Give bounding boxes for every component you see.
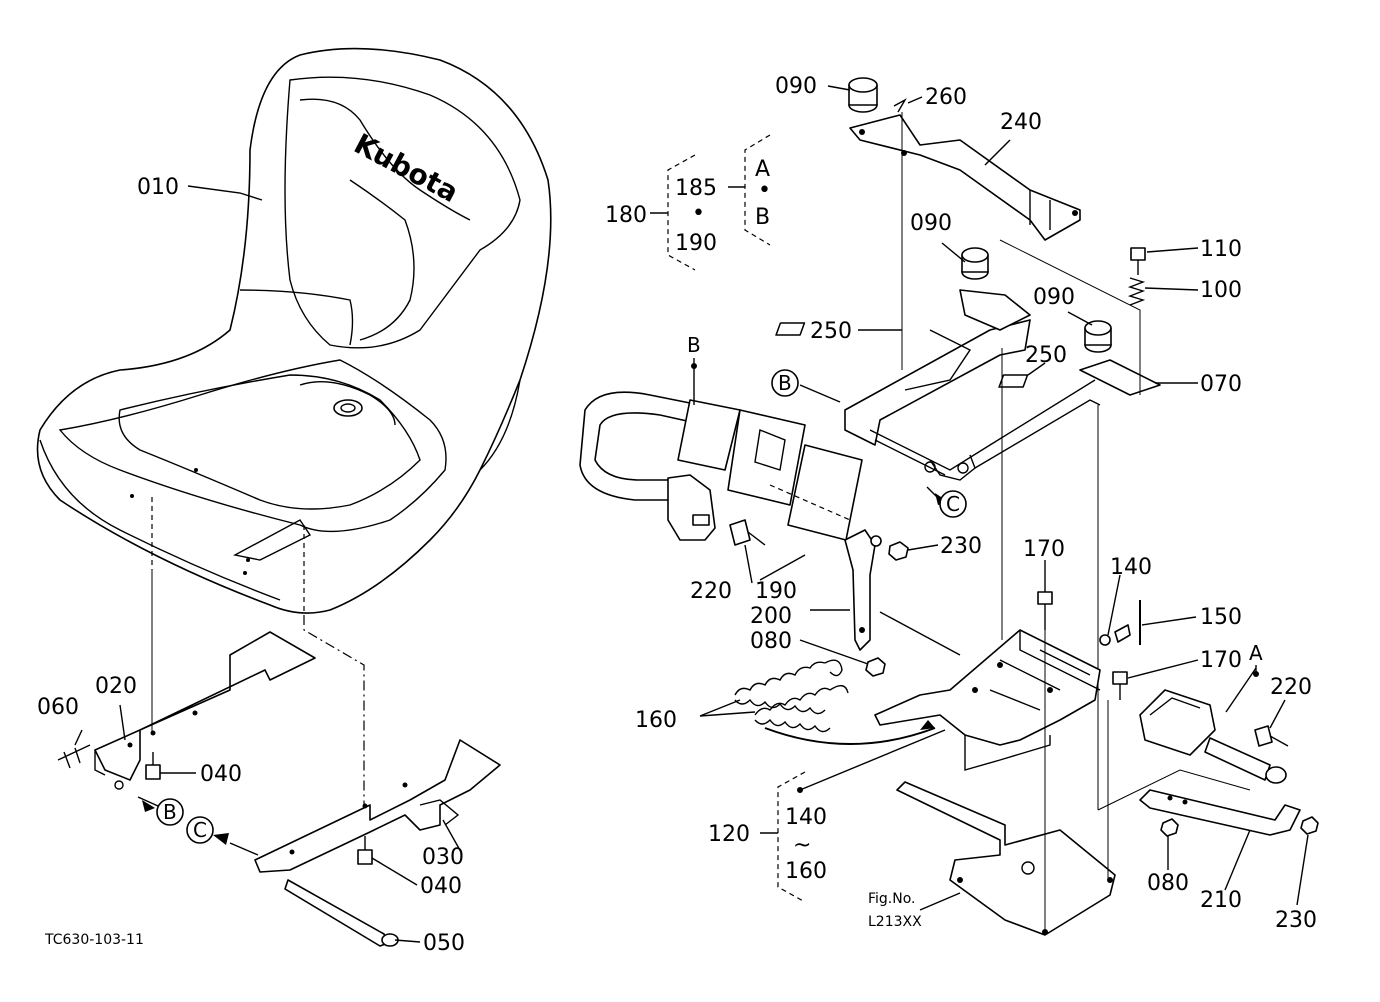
label-140-group: 140 (785, 805, 827, 830)
label-230-upper: 230 (940, 534, 982, 559)
seat-belt (579, 391, 863, 541)
latch-a (1139, 689, 1287, 784)
label-090-right: 090 (1033, 285, 1075, 310)
label-a-top: A (755, 157, 770, 182)
svg-text:B: B (778, 371, 792, 395)
label-050: 050 (423, 931, 465, 956)
bumper-090-top (848, 77, 878, 113)
label-240: 240 (1000, 110, 1042, 135)
label-090-mid: 090 (910, 211, 952, 236)
diagram-code: TC630-103-11 (44, 932, 144, 948)
bumper-090-right (1084, 320, 1112, 353)
label-tilde: ~ (793, 833, 811, 858)
label-040-upper: 040 (200, 762, 242, 787)
springs-160 (734, 659, 849, 733)
label-220-left: 220 (690, 579, 732, 604)
guide-line (1097, 769, 1251, 811)
label-110: 110 (1200, 237, 1242, 262)
label-140: 140 (1110, 555, 1152, 580)
guide-line (999, 239, 1141, 395)
group-bracket-180 (650, 134, 771, 271)
label-170-right: 170 (1200, 648, 1242, 673)
label-210: 210 (1200, 888, 1242, 913)
nut-080-left (865, 657, 886, 677)
nut-230-right (1300, 816, 1319, 835)
label-a-latch: A (1249, 641, 1263, 665)
label-200: 200 (750, 604, 792, 629)
nut-230-upper (888, 541, 909, 561)
bracket-200 (844, 529, 882, 651)
callout-b-upper: B (771, 369, 799, 397)
callout-c-lower: C (186, 816, 214, 844)
label-b-belt: B (687, 333, 701, 357)
label-150: 150 (1200, 605, 1242, 630)
assembly-arrow (764, 727, 936, 745)
leader-lines (74, 85, 1309, 943)
label-190-group: 190 (675, 231, 717, 256)
label-160: 160 (635, 708, 677, 733)
washer-140 (1099, 634, 1111, 646)
base-plate (874, 629, 1101, 771)
bracket-210 (1139, 789, 1301, 836)
label-190: 190 (755, 579, 797, 604)
label-250-right: 250 (1025, 343, 1067, 368)
bracket-240 (849, 114, 1081, 241)
label-b-top: B (755, 205, 770, 230)
label-220-right: 220 (1270, 675, 1312, 700)
rod-050 (284, 879, 399, 947)
svg-text:C: C (193, 818, 207, 842)
label-020: 020 (95, 674, 137, 699)
label-090-top: 090 (775, 74, 817, 99)
callout-c-upper: C (939, 490, 967, 518)
label-030: 030 (422, 845, 464, 870)
svg-text:C: C (946, 492, 960, 516)
callout-b-lower: B (156, 798, 184, 826)
label-070: 070 (1200, 372, 1242, 397)
bumper-090-mid (961, 247, 989, 280)
bolt-220-left (729, 519, 766, 546)
pad-250-left (775, 322, 806, 336)
label-100: 100 (1200, 278, 1242, 303)
arrow-head (920, 720, 935, 730)
label-250-left: 250 (810, 319, 852, 344)
svg-text:B: B (163, 800, 177, 824)
seat-rail-030 (254, 739, 501, 873)
label-185: 185 (675, 176, 717, 201)
bolt-110 (1130, 247, 1146, 275)
guide-line (303, 615, 365, 805)
group-bracket-120 (760, 729, 946, 903)
figure-ref-line1: Fig.No. (868, 891, 916, 907)
bolt-040-lower (357, 836, 373, 865)
seat-rail-020 (94, 631, 316, 790)
clip-260 (893, 98, 907, 113)
label-260: 260 (925, 85, 967, 110)
label-080-right: 080 (1147, 871, 1189, 896)
label-170-top: 170 (1023, 537, 1065, 562)
label-160-group: 160 (785, 859, 827, 884)
label-040-lower: 040 (420, 874, 462, 899)
bolt-040-upper (145, 752, 161, 780)
pin-060 (57, 744, 91, 769)
nut-080-right (1160, 818, 1179, 837)
label-060: 060 (37, 695, 79, 720)
bolt-170-top (1037, 591, 1053, 630)
label-180: 180 (605, 203, 647, 228)
dot-separator: • (692, 201, 705, 226)
floor-plate (896, 781, 1116, 936)
bolt-220-right (1254, 725, 1289, 747)
seat-010: Kubota (36, 47, 552, 614)
upper-frame (844, 289, 1161, 481)
spacer-140b (1114, 624, 1131, 643)
pad-250-right (998, 374, 1029, 388)
label-120: 120 (708, 822, 750, 847)
spring-100 (1127, 277, 1146, 306)
label-010: 010 (137, 175, 179, 200)
figure-ref-line2: L213XX (868, 914, 922, 930)
label-230-right: 230 (1275, 908, 1317, 933)
bolt-170-right (1112, 671, 1128, 700)
label-080-left: 080 (750, 629, 792, 654)
dot-separator: • (758, 178, 771, 203)
